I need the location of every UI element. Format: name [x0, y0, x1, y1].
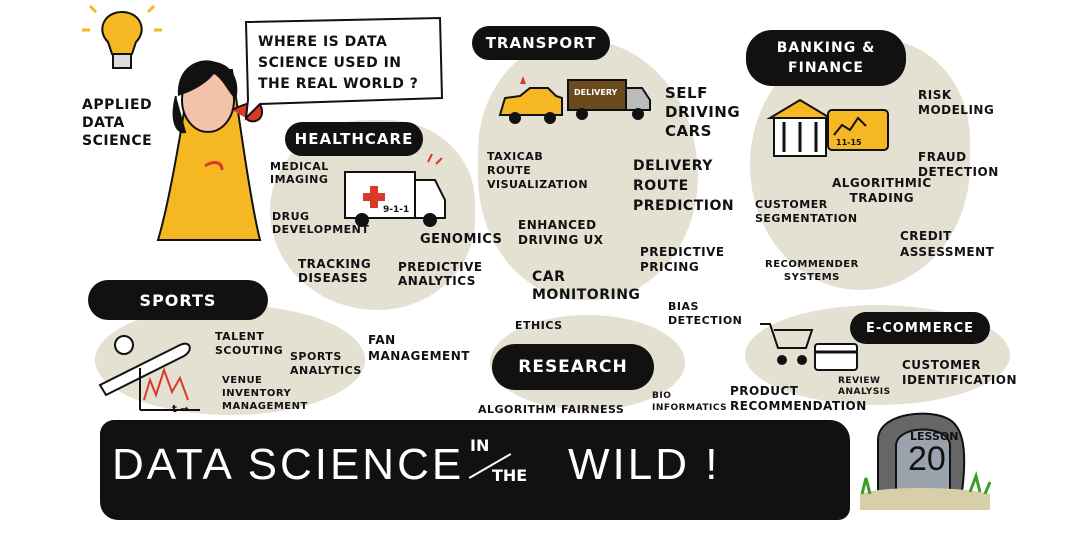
banking-item-risk-modeling: RISK MODELING: [918, 88, 995, 117]
sports-item-venue-inventory: VENUE INVENTORY MANAGEMENT: [222, 375, 308, 412]
banner-word-in: IN: [470, 436, 490, 455]
delivery-truck-label: DELIVERY: [574, 88, 618, 97]
baseball-bat-icon: [98, 335, 191, 397]
transport-title: TRANSPORT: [472, 26, 610, 60]
ecommerce-item-customer-identification: CUSTOMER IDENTIFICATION: [902, 358, 1018, 387]
research-item-bias-detection: BIAS DETECTION: [668, 300, 743, 327]
healthcare-item-drug-development: DRUG DEVELOPMENT: [272, 210, 370, 236]
ecommerce-item-product-recommendation: PRODUCT RECOMMENDATION: [730, 384, 867, 413]
banking-item-credit-assessment: CREDIT ASSESSMENT: [900, 229, 995, 259]
taxi-icon: [498, 76, 563, 124]
healthcare-item-genomics: GENOMICS: [420, 232, 503, 247]
sports-item-fan-management: FAN MANAGEMENT: [368, 333, 470, 363]
healthcare-item-tracking-diseases: TRACKING DISEASES: [298, 257, 372, 285]
line-chart-icon: [139, 366, 200, 411]
banner-word-wild: WILD !: [568, 440, 721, 489]
healthcare-title: HEALTHCARE: [285, 122, 423, 156]
intro-label: APPLIED DATA SCIENCE: [82, 97, 153, 149]
sports-item-sports-analytics: SPORTS ANALYTICS: [290, 350, 362, 377]
ambulance-label: 9-1-1: [383, 205, 410, 215]
chart-axis-label: t →: [172, 404, 189, 415]
banking-title: BANKING & FINANCE: [746, 30, 906, 86]
shopping-cart-icon: [760, 323, 814, 365]
question-text: WHERE IS DATA SCIENCE USED IN THE REAL W…: [258, 34, 419, 92]
transport-item-self-driving-cars: SELF DRIVING CARS: [665, 84, 741, 140]
banking-item-algorithmic-trading: ALGORITHMIC TRADING: [832, 176, 932, 205]
banking-item-fraud-detection: FRAUD DETECTION: [918, 150, 999, 179]
research-title: RESEARCH: [492, 344, 654, 390]
ecommerce-title: E-COMMERCE: [850, 312, 990, 344]
delivery-truck-icon: [567, 79, 651, 120]
title-banner: [100, 420, 850, 520]
banking-item-recommender-systems: RECOMMENDER SYSTEMS: [765, 259, 859, 283]
ecommerce-item-review-analysis: REVIEW ANALYSIS: [838, 376, 891, 397]
banner-word-the: THE: [492, 466, 528, 485]
bank-icon: [766, 98, 834, 157]
transport-item-car-monitoring: CAR MONITORING: [532, 269, 641, 303]
presenter-figure: [156, 60, 264, 241]
research-item-ethics: ETHICS: [515, 319, 563, 332]
transport-item-predictive-pricing: PREDICTIVE PRICING: [640, 245, 725, 274]
card-label: 11-15: [836, 138, 862, 147]
ambulance-icon: [344, 153, 446, 227]
research-item-algorithm-fairness: ALGORITHM FAIRNESS: [478, 403, 625, 416]
lesson-label: LESSON: [910, 430, 959, 443]
healthcare-item-predictive-analytics: PREDICTIVE ANALYTICS: [398, 260, 483, 288]
sports-item-talent-scouting: TALENT SCOUTING: [215, 330, 284, 357]
lightbulb-icon: [82, 4, 162, 69]
research-item-bio-informatics: BIO INFORMATICS: [652, 391, 728, 413]
banner-word-data-science: DATA SCIENCE: [112, 440, 465, 489]
transport-item-delivery-route: DELIVERY ROUTE PREDICTION: [633, 158, 735, 214]
lesson-number: 20: [908, 440, 946, 478]
transport-item-enhanced-driving: ENHANCED DRIVING UX: [518, 218, 604, 247]
transport-item-taxicab-route: TAXICAB ROUTE VISUALIZATION: [487, 150, 589, 191]
banking-item-customer-segmentation: CUSTOMER SEGMENTATION: [755, 198, 858, 225]
credit-card-icon: [827, 109, 889, 151]
sports-title: SPORTS: [88, 280, 268, 320]
payment-card-icon: [814, 343, 858, 371]
lesson-stone-icon: [860, 412, 992, 510]
healthcare-item-medical-imaging: MEDICAL IMAGING: [270, 160, 329, 186]
